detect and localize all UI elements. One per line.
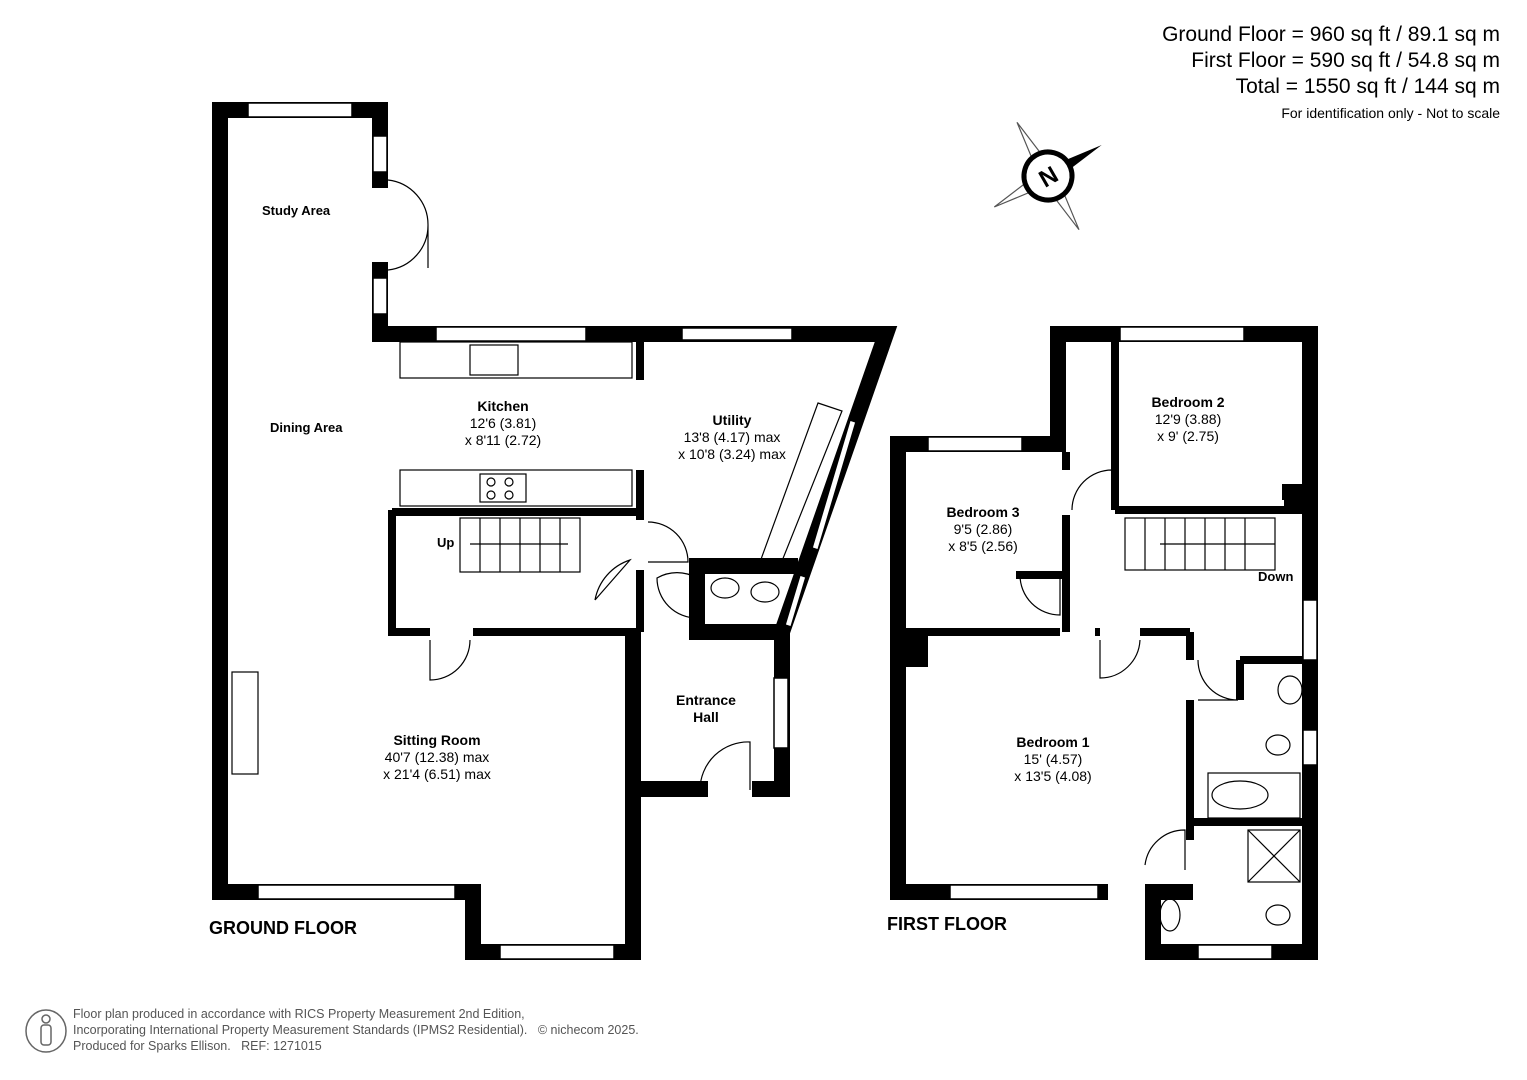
person-icon — [25, 1009, 67, 1053]
room-bedroom-2: Bedroom 2 12'9 (3.88) x 9' (2.75) — [1151, 394, 1224, 445]
disclaimer: For identification only - Not to scale — [1281, 105, 1500, 121]
windows — [247, 102, 1318, 960]
room-dim: 13'8 (4.17) max — [683, 429, 781, 445]
room-bedroom-1: Bedroom 1 15' (4.57) x 13'5 (4.08) — [1014, 734, 1091, 785]
footer-line: Incorporating International Property Mea… — [73, 1023, 528, 1037]
room-dim: 9'5 (2.86) — [953, 521, 1013, 537]
room-dining-area: Dining Area — [270, 420, 343, 435]
ff-stairs — [1124, 517, 1276, 571]
room-name: Hall — [693, 709, 719, 725]
compass-icon — [993, 121, 1102, 231]
room-name: Utility — [712, 412, 752, 428]
walls — [212, 102, 898, 960]
ground-floor-area: Ground Floor = 960 sq ft / 89.1 sq m — [1162, 23, 1500, 46]
stairs-down-label: Down — [1258, 569, 1294, 584]
total-area: Total = 1550 sq ft / 144 sq m — [1235, 75, 1500, 98]
ff-inner-walls — [904, 342, 1305, 840]
gf-wc-wall — [689, 558, 790, 640]
fixtures — [231, 179, 1303, 932]
room-dim: x 9' (2.75) — [1157, 428, 1219, 444]
room-dim: x 8'5 (2.56) — [948, 538, 1018, 554]
room-name: Bedroom 1 — [1016, 734, 1090, 750]
stairs-up-label: Up — [437, 535, 455, 550]
copyright: © nichecom 2025. — [537, 1023, 639, 1037]
room-name: Sitting Room — [393, 732, 481, 748]
room-dim: 12'9 (3.88) — [1154, 411, 1222, 427]
room-entrance-hall: Entrance Hall — [676, 692, 736, 726]
footer-line: Floor plan produced in accordance with R… — [73, 1007, 525, 1021]
room-sitting-room: Sitting Room 40'7 (12.38) max x 21'4 (6.… — [383, 732, 491, 783]
room-kitchen: Kitchen 12'6 (3.81) x 8'11 (2.72) — [465, 398, 541, 449]
room-name: Kitchen — [477, 398, 529, 414]
room-dim: x 8'11 (2.72) — [464, 432, 542, 448]
gf-inner-walls — [388, 342, 644, 636]
room-name: Bedroom 2 — [1151, 394, 1225, 410]
room-dim: x 13'5 (4.08) — [1014, 768, 1092, 784]
footer-line: Produced for Sparks Ellison. — [73, 1039, 231, 1053]
room-dim: 40'7 (12.38) max — [384, 749, 490, 765]
room-dim: x 10'8 (3.24) max — [678, 446, 786, 462]
first-floor-title: FIRST FLOOR — [887, 914, 1007, 934]
room-dim: x 21'4 (6.51) max — [383, 766, 491, 782]
room-name: Bedroom 3 — [946, 504, 1020, 520]
footer-credits: Floor plan produced in accordance with R… — [73, 1006, 639, 1054]
room-bedroom-3: Bedroom 3 9'5 (2.86) x 8'5 (2.56) — [946, 504, 1019, 555]
ground-floor-title: GROUND FLOOR — [209, 918, 357, 938]
reference-number: REF: 1271015 — [241, 1039, 322, 1053]
room-dim: 15' (4.57) — [1023, 751, 1083, 767]
gf-stairs — [459, 517, 581, 573]
area-summary: Ground Floor = 960 sq ft / 89.1 sq m Fir… — [1162, 22, 1500, 100]
room-name: Entrance — [676, 692, 736, 708]
room-dim: 12'6 (3.81) — [469, 415, 537, 431]
room-study-area: Study Area — [262, 203, 331, 218]
first-floor-area: First Floor = 590 sq ft / 54.8 sq m — [1191, 49, 1500, 72]
room-utility: Utility 13'8 (4.17) max x 10'8 (3.24) ma… — [678, 412, 786, 463]
